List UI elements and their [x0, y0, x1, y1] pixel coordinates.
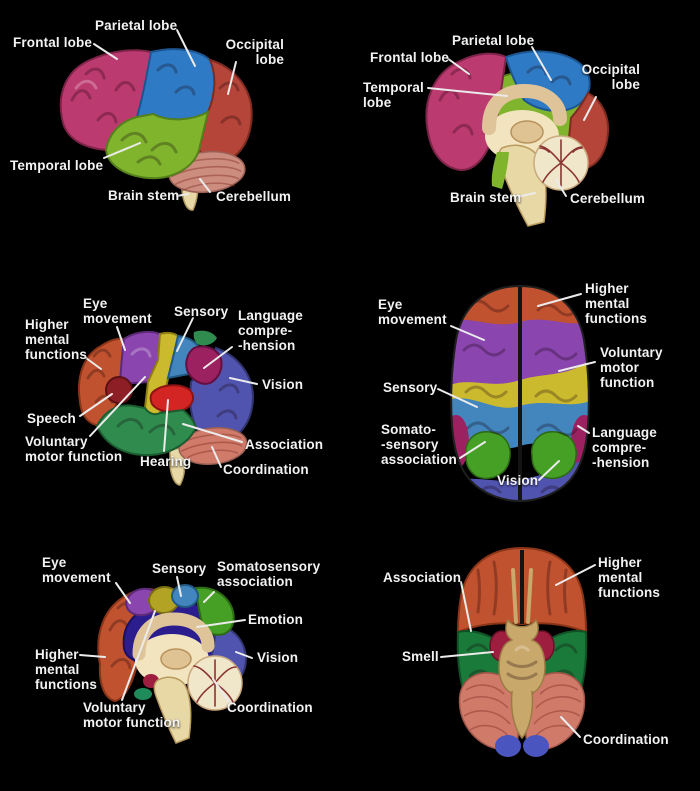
label-vision: Vision [497, 473, 539, 488]
label-emotion: Emotion [248, 612, 304, 627]
label-coordination: Coordination [583, 732, 669, 747]
region-cerebellum-cut [533, 135, 589, 191]
label-temporal-lobe: Temporal lobe [363, 80, 424, 110]
gyri-texture [526, 65, 572, 86]
label-coordination: Coordination [223, 462, 309, 477]
region-association-green-top [193, 330, 217, 346]
label-vision: Vision [262, 377, 304, 392]
label-voluntary-motor-function: Voluntary motor function [83, 700, 181, 730]
leader-lines [440, 564, 596, 738]
gyri-texture [116, 418, 176, 436]
label-higher-mental-functions: Higher mental functions [585, 281, 648, 326]
brain-inferior-functions-illustration [440, 546, 596, 757]
label-voluntary-motor-function: Voluntary motor function [25, 434, 123, 464]
label-eye-movement: Eye movement [83, 296, 152, 326]
temporal-green-tongue [491, 152, 509, 189]
leader-lines [79, 576, 253, 703]
label-sensory: Sensory [152, 561, 207, 576]
label-occipital-lobe: Occipital lobe [225, 37, 284, 67]
label-higher-mental-functions: Higher mental functions [598, 555, 661, 600]
gyri-texture [156, 63, 196, 96]
panel-medial-functions: Eye movement Sensory Somatosensory assoc… [0, 530, 350, 791]
frontal-highlight [74, 79, 98, 90]
gyri-texture [476, 560, 568, 616]
gyri-texture [120, 132, 178, 166]
leader-lines [427, 46, 597, 198]
leader-lines [437, 293, 596, 481]
label-brain-stem: Brain stem [108, 188, 180, 203]
region-occipital-tip-right [523, 735, 549, 757]
label-somatosensory-association: Somato- -sensory association [381, 422, 457, 467]
region-corpus-callosum [132, 612, 215, 661]
label-somatosensory-association: Somatosensory association [217, 559, 321, 589]
region-hearing [149, 384, 195, 413]
brain-lateral-lobes-illustration [59, 29, 253, 211]
label-coordination: Coordination [227, 700, 313, 715]
region-coordination-left [458, 672, 519, 751]
panel-lateral-functions: Higher mental functions Eye movement Sen… [0, 270, 350, 520]
region-temporal-lobe [104, 110, 210, 180]
region-sensory [171, 584, 199, 608]
label-occipital-lobe: Occipital lobe [581, 62, 640, 92]
panel-superior-functions: Eye movement Higher mental functions Vol… [350, 270, 700, 520]
brain-medial-functions-illustration [79, 576, 253, 744]
brain-lateral-functions-illustration [78, 317, 258, 486]
label-temporal-lobe: Temporal lobe [10, 158, 104, 173]
label-hearing: Hearing [140, 454, 192, 469]
olfactory-tracts [511, 568, 533, 624]
gyri-texture [216, 383, 240, 420]
label-association: Association [245, 437, 324, 452]
panel-medial-lobes: Frontal lobe Parietal lobe Temporal lobe… [350, 0, 700, 250]
region-language-comprehension [185, 345, 223, 385]
region-coordination [178, 426, 248, 466]
label-frontal-lobe: Frontal lobe [370, 50, 450, 65]
brain-medial-lobes-illustration [425, 46, 610, 227]
region-occipital-tip-left [495, 735, 521, 757]
label-cerebellum: Cerebellum [216, 189, 292, 204]
region-language-right [571, 415, 589, 469]
region-somatosensory-right [531, 431, 577, 480]
label-sensory: Sensory [174, 304, 229, 319]
gyri-texture [70, 67, 136, 124]
label-higher-mental-functions: Higher mental functions [35, 647, 98, 692]
label-language-comprehension: Language compre- -hension [238, 308, 303, 353]
leader-lines [93, 29, 237, 197]
region-parietal-lobe [135, 48, 220, 121]
leader-lines [79, 317, 258, 468]
label-association: Association [383, 570, 462, 585]
label-eye-movement: Eye movement [378, 297, 447, 327]
eye-movement-highlight [130, 347, 152, 358]
brain-outline [450, 284, 590, 503]
label-language-comprehension: Language compre- -hension [592, 425, 657, 470]
region-brain-stem [169, 447, 186, 486]
label-voluntary-motor-function: Voluntary motor function [600, 345, 663, 390]
region-association [95, 404, 198, 457]
label-cerebellum: Cerebellum [570, 191, 646, 206]
label-frontal-lobe: Frontal lobe [13, 35, 93, 50]
label-higher-mental-functions: Higher mental functions [25, 317, 88, 362]
region-somatosensory-left [465, 431, 511, 480]
thalamus [510, 120, 544, 144]
label-smell: Smell [402, 649, 439, 664]
label-parietal-lobe: Parietal lobe [95, 18, 178, 33]
brain-superior-functions-illustration [437, 284, 596, 503]
label-sensory: Sensory [383, 380, 438, 395]
label-eye-movement: Eye movement [42, 555, 111, 585]
label-vision: Vision [257, 650, 299, 665]
label-speech: Speech [27, 411, 76, 426]
panel-lateral-lobes: Frontal lobe Parietal lobe Occipital lob… [0, 0, 350, 250]
thalamus [160, 648, 192, 670]
region-corpus-callosum [482, 83, 567, 135]
brainstem-inferior [498, 618, 546, 740]
panel-inferior-functions: Association Higher mental functions Smel… [350, 530, 700, 791]
region-brain-stem-medial [153, 676, 192, 744]
region-speech [105, 376, 133, 404]
label-brain-stem: Brain stem [450, 190, 522, 205]
teal-nucleus [134, 688, 152, 700]
label-parietal-lobe: Parietal lobe [452, 33, 535, 48]
